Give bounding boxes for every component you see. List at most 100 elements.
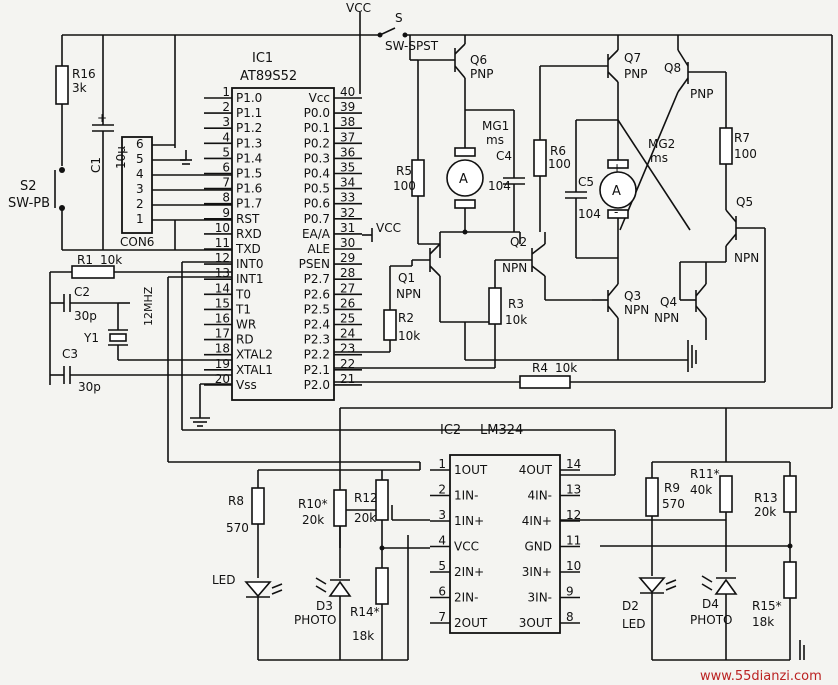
svg-text:Y1: Y1 (83, 331, 99, 345)
q5-transistor: Q5 NPN (679, 195, 766, 382)
ic1-left-pin-name: Vss (236, 378, 257, 392)
svg-text:30p: 30p (78, 380, 101, 394)
c5-capacitor: C5 104 (565, 120, 601, 258)
ic1-left-pin-number: 14 (215, 281, 230, 295)
ic1-right-pin-name: P2.0 (304, 378, 330, 392)
svg-text:R14*: R14* (350, 605, 380, 619)
ic1-right-pin-name: ALE (308, 242, 330, 256)
svg-text:C4: C4 (496, 149, 512, 163)
ic1-left-pin-name: T0 (235, 287, 251, 301)
svg-text:ms: ms (650, 151, 668, 165)
ic1-chip: IC1 AT89S52 (231, 51, 335, 401)
ic1-left-pin-name: INT1 (236, 272, 263, 286)
svg-text:R3: R3 (508, 297, 524, 311)
r1-resistor: R1 10k (49, 253, 232, 385)
q3-transistor: Q3 NPN (592, 258, 649, 360)
svg-text:A: A (612, 184, 621, 199)
ic1-right-pin-name: P0.1 (304, 121, 330, 135)
ic1-left-pin-number: 6 (222, 161, 230, 175)
svg-text:C3: C3 (62, 347, 78, 361)
svg-text:104: 104 (488, 179, 511, 193)
ic2-left-pin-number: 1 (438, 457, 446, 471)
c3-capacitor: C3 30p (50, 347, 232, 394)
svg-text:PNP: PNP (470, 67, 493, 81)
ic1-right-pin-name: P0.6 (304, 197, 330, 211)
ic1-right-pin-name: P2.1 (304, 363, 330, 377)
ic2-right-pin-number: 14 (566, 457, 581, 471)
ic1-left-pin-name: P1.5 (236, 167, 262, 181)
ic2-left-pin-name: 2IN+ (454, 565, 484, 579)
ic1-right-pin-name: P0.4 (304, 167, 330, 181)
r10-resistor: R10* 20k (298, 489, 347, 527)
ic2-left-pin-name: 2OUT (454, 616, 488, 630)
svg-text:C2: C2 (74, 285, 90, 299)
svg-text:R8: R8 (228, 494, 244, 508)
ic1-right-pin-number: 27 (340, 281, 355, 295)
s2-pushbutton: S2 SW-PB (8, 167, 232, 251)
ic1-right-pin-name: P2.5 (304, 302, 330, 316)
ic2-right-pin-number: 11 (566, 534, 581, 548)
svg-text:30p: 30p (74, 309, 97, 323)
ic2-left-pin-name: 1IN- (454, 489, 478, 503)
svg-text:R13: R13 (754, 491, 778, 505)
ic2-right-pin-name: 3IN+ (522, 565, 552, 579)
svg-text:Q7: Q7 (624, 51, 641, 65)
ic1-pin31-vcc: VCC (362, 221, 401, 242)
svg-text:10k: 10k (505, 313, 527, 327)
ic2-left-pin-number: 7 (438, 610, 446, 624)
q4-transistor: Q4 NPN (654, 262, 707, 340)
r14-resistor: R14* 18k (350, 567, 389, 660)
svg-text:Q4: Q4 (660, 295, 677, 309)
ic1-right-pin-number: 36 (340, 145, 355, 159)
ic2-left-pin-name: 2IN- (454, 591, 478, 605)
svg-text:3k: 3k (72, 81, 87, 95)
ic1-right-pin-number: 26 (340, 296, 355, 310)
ic2-right-pin-number: 9 (566, 585, 574, 599)
r9-resistor: R9 570 (645, 477, 685, 576)
ic1-left-pin-number: 8 (222, 191, 230, 205)
ic1-left-pin-name: XTAL2 (236, 348, 273, 362)
svg-text:Q8: Q8 (664, 61, 681, 75)
svg-text:Q1: Q1 (398, 271, 415, 285)
svg-text:LED: LED (212, 573, 236, 587)
ic1-left-pin-number: 12 (215, 251, 230, 265)
svg-text:Q5: Q5 (736, 195, 753, 209)
svg-text:D2: D2 (622, 599, 639, 613)
d2-led: D2 LED (622, 577, 677, 660)
q7-transistor: Q7 PNP (540, 35, 647, 120)
r13-resistor: R13 20k (560, 475, 797, 562)
ic1-right-pin-name: Vcc (309, 91, 330, 105)
ic1-right-pin-number: 38 (340, 115, 355, 129)
ic1-right-pin-number: 25 (340, 312, 355, 326)
svg-text:10k: 10k (555, 361, 577, 375)
svg-text:40k: 40k (690, 483, 712, 497)
ic1-right-pin-number: 32 (340, 206, 355, 220)
ic1-right-pin-name: P0.5 (304, 182, 330, 196)
bottom-left-rails (257, 408, 421, 661)
r5-resistor: R5 100 (393, 60, 440, 245)
svg-text:100: 100 (393, 179, 416, 193)
svg-text:570: 570 (226, 521, 249, 535)
svg-text:10k: 10k (100, 253, 122, 267)
svg-text:20k: 20k (302, 513, 324, 527)
ic1-right-pin-number: 39 (340, 100, 355, 114)
con6-connector: CON6 6 5 4 3 2 1 (120, 136, 232, 250)
svg-text:-: - (614, 205, 618, 219)
svg-text:10k: 10k (398, 329, 420, 343)
ic1-right-pin-name: P2.7 (304, 272, 330, 286)
switch-type-label: SW-SPST (385, 39, 439, 53)
svg-text:C5: C5 (578, 175, 594, 189)
y1-crystal: Y1 12MHZ (83, 286, 232, 361)
ic1-right-pin-number: 30 (340, 236, 355, 250)
svg-text:Q6: Q6 (470, 53, 487, 67)
q6-transistor: Q6 PNP (409, 35, 493, 110)
svg-text:R9: R9 (664, 481, 680, 495)
svg-text:4: 4 (136, 167, 144, 181)
svg-text:R6: R6 (550, 144, 566, 158)
ic1-left-pin-number: 5 (222, 145, 230, 159)
ic1-left-pin-number: 16 (215, 312, 230, 326)
ic2-right-pin-name: 3OUT (519, 616, 553, 630)
svg-text:MG2: MG2 (648, 137, 675, 151)
